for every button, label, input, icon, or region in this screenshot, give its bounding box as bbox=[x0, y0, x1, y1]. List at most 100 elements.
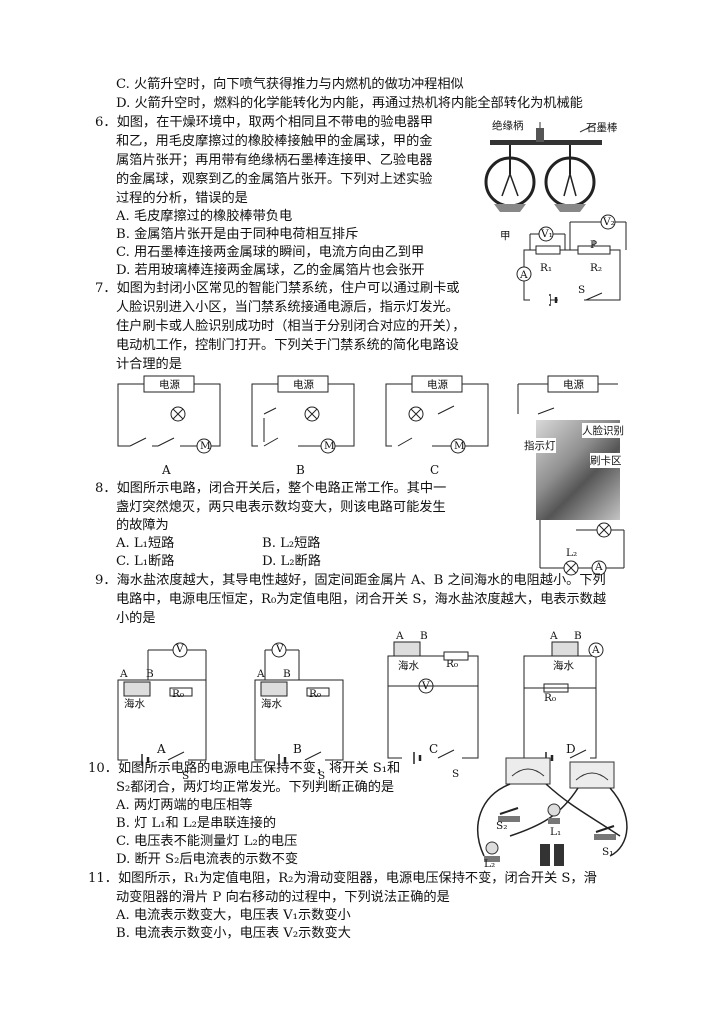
q6-stem-1: 6．如图，在干燥环境中，取两个相同且不带电的验电器甲 bbox=[95, 115, 434, 130]
q7c-source-label: 电源 bbox=[427, 379, 448, 391]
q9a-sea: 海水 bbox=[124, 698, 145, 710]
q8-stem-3: 的故障为 bbox=[116, 518, 169, 533]
q7-choice-c: C bbox=[430, 463, 440, 477]
q9d-a: A bbox=[550, 630, 558, 642]
q9-stem-2: 电路中，电源电压恒定，R₀为定值电阻，闭合开关 S，海水盐浓度越大，电表示数越 bbox=[116, 592, 607, 607]
q10-option-c: C. 电压表不能测量灯 L₂的电压 bbox=[116, 834, 298, 849]
q9-choice-d: D bbox=[566, 742, 576, 756]
q6-stem-5: 过程的分析，错误的是 bbox=[116, 191, 248, 206]
q9c-b: B bbox=[420, 630, 428, 642]
q7a-motor: M bbox=[200, 440, 211, 452]
q10-stem-2: S₂都闭合，两灯均正常发光。下列判断正确的是 bbox=[116, 780, 395, 795]
q5-option-d: D. 火箭升空时，燃料的化学能转化为内能，再通过热机将内能全部转化为机械能 bbox=[116, 96, 583, 111]
q6-option-b: B. 金属箔片张开是由于同种电荷相互排斥 bbox=[116, 227, 359, 242]
battery bbox=[540, 844, 564, 866]
q9b-b: B bbox=[283, 668, 291, 680]
label-r1: R₁ bbox=[540, 262, 553, 274]
q10-l2-label: L₂ bbox=[484, 858, 496, 870]
q5-option-c: C. 火箭升空时，向下喷气获得推力与内燃机的做功冲程相似 bbox=[116, 77, 464, 92]
q9c-s: S bbox=[452, 768, 460, 780]
q9c-a: A bbox=[396, 630, 404, 642]
label-p: P bbox=[590, 239, 598, 251]
q7-stem-1: 7．如图为封闭小区常见的智能门禁系统，住户可以通过刷卡或 bbox=[95, 281, 460, 296]
q7-circuit-a bbox=[117, 375, 221, 454]
q7-stem-4: 电动机工作，控制门打开。下列关于门禁系统的简化电路设 bbox=[116, 338, 459, 353]
q10-option-d: D. 断开 S₂后电流表的示数不变 bbox=[116, 852, 299, 867]
q9-choice-c: C bbox=[429, 742, 439, 756]
q10-option-a: A. 两灯两端的电压相等 bbox=[116, 798, 253, 813]
q9-circuit-c bbox=[387, 641, 479, 764]
q9c-r0: R₀ bbox=[446, 658, 459, 670]
voltmeter-device bbox=[569, 761, 615, 789]
q11-option-a: A. 电流表示数变大，电压表 V₁示数变小 bbox=[116, 908, 351, 923]
q6-stem-3: 属箔片张开；再用带有绝缘柄石墨棒连接甲、乙验电器 bbox=[116, 153, 433, 168]
q9c-sea: 海水 bbox=[398, 660, 419, 672]
q10-option-b: B. 灯 L₁和 L₂是串联连接的 bbox=[116, 816, 277, 831]
q9d-sea: 海水 bbox=[553, 660, 574, 672]
label-v1: V₁ bbox=[541, 228, 553, 240]
q9b-r0: R₀ bbox=[309, 688, 322, 700]
q7-circuit-b bbox=[251, 375, 355, 454]
insulating-handle bbox=[536, 128, 544, 142]
label-s: S bbox=[578, 284, 586, 296]
q7-circuit-c bbox=[385, 375, 489, 454]
q7c-motor: M bbox=[454, 440, 465, 452]
q9b-s: S bbox=[318, 770, 326, 782]
q9b-a: A bbox=[257, 668, 265, 680]
q8-circuit-partial bbox=[539, 515, 625, 576]
electroscope-yi bbox=[544, 145, 596, 212]
q7b-motor: M bbox=[324, 440, 335, 452]
q6-stem-2: 和乙，用毛皮摩擦过的橡胶棒接触甲的金属球，甲的金 bbox=[116, 134, 433, 149]
q9a-a: A bbox=[120, 668, 128, 680]
photo-label-card: 刷卡区 bbox=[590, 453, 622, 468]
q10-s2-label: S₂ bbox=[496, 820, 508, 832]
ammeter bbox=[516, 266, 532, 282]
q9-stem-3: 小的是 bbox=[116, 611, 156, 626]
q11-stem-1: 11．如图所示，R₁为定值电阻，R₂为滑动变阻器，电源电压保持不变，闭合开关 S… bbox=[88, 871, 597, 886]
q11-stem-2: 动变阻器的滑片 P 向右移动的过程中，下列说法正确的是 bbox=[116, 890, 450, 905]
q8-stem-1: 8．如图所示电路，闭合开关后，整个电路正常工作。其中一 bbox=[95, 481, 447, 496]
q9d-ammeter: A bbox=[592, 644, 600, 656]
label-v2: V₂ bbox=[603, 216, 615, 228]
ammeter-device bbox=[505, 757, 551, 785]
q9a-s: S bbox=[182, 770, 190, 782]
switch-s1 bbox=[594, 825, 616, 840]
label-insulating-handle: 绝缘柄 bbox=[492, 120, 524, 132]
label-graphite-rod: 石墨棒 bbox=[586, 122, 618, 134]
q7-circuit-d-partial bbox=[517, 375, 618, 415]
q7-circuits bbox=[117, 375, 625, 576]
q9-choice-a: A bbox=[157, 742, 166, 756]
q10-s1-label: S₁ bbox=[602, 846, 614, 858]
q6-option-a: A. 毛皮摩擦过的橡胶棒带负电 bbox=[116, 209, 293, 224]
bulb-l1 bbox=[547, 803, 561, 824]
label-a: A bbox=[520, 269, 528, 281]
q6-electroscope-figure bbox=[484, 122, 602, 212]
q6-option-c: C. 用石墨棒连接两金属球的瞬间，电流方向由乙到甲 bbox=[116, 245, 425, 260]
q9-circuits bbox=[117, 641, 604, 766]
q6-stem-4: 的金属球，观察到乙的金属箔片张开。下列对上述实验 bbox=[116, 172, 433, 187]
graphite-rod bbox=[490, 140, 602, 145]
q8-option-b: B. L₂短路 bbox=[262, 536, 321, 551]
q7a-source-label: 电源 bbox=[159, 379, 180, 391]
q6-option-d: D. 若用玻璃棒连接两金属球，乙的金属箔片也会张开 bbox=[116, 263, 425, 278]
q10-physical-circuit bbox=[477, 757, 628, 866]
q9b-sea: 海水 bbox=[261, 698, 282, 710]
q8-l2-label: L₂ bbox=[566, 547, 578, 559]
q11-circuit-figure bbox=[516, 214, 627, 306]
q9-choice-b: B bbox=[293, 742, 302, 756]
q8-option-d: D. L₂断路 bbox=[262, 554, 321, 569]
q7d-source-label: 电源 bbox=[563, 379, 584, 391]
q10-stem-1: 10．如图所示电路的电源电压保持不变，将开关 S₁和 bbox=[88, 761, 401, 776]
photo-label-face: 人脸识别 bbox=[582, 423, 624, 438]
q7b-source-label: 电源 bbox=[293, 379, 314, 391]
q9-circuit-b bbox=[254, 642, 344, 766]
q9-stem-1: 9．海水盐浓度越大，其导电性越好，固定间距金属片 A、B 之间海水的电阻越小。下… bbox=[95, 573, 606, 588]
q9d-b: B bbox=[574, 630, 582, 642]
q8-ammeter-label: A bbox=[595, 561, 603, 573]
q9a-v: V bbox=[176, 643, 184, 655]
q7-stem-5: 计合理的是 bbox=[116, 357, 182, 372]
q7-choice-a: A bbox=[162, 463, 171, 477]
electroscope-jia bbox=[484, 145, 536, 212]
label-r2: R₂ bbox=[590, 262, 603, 274]
